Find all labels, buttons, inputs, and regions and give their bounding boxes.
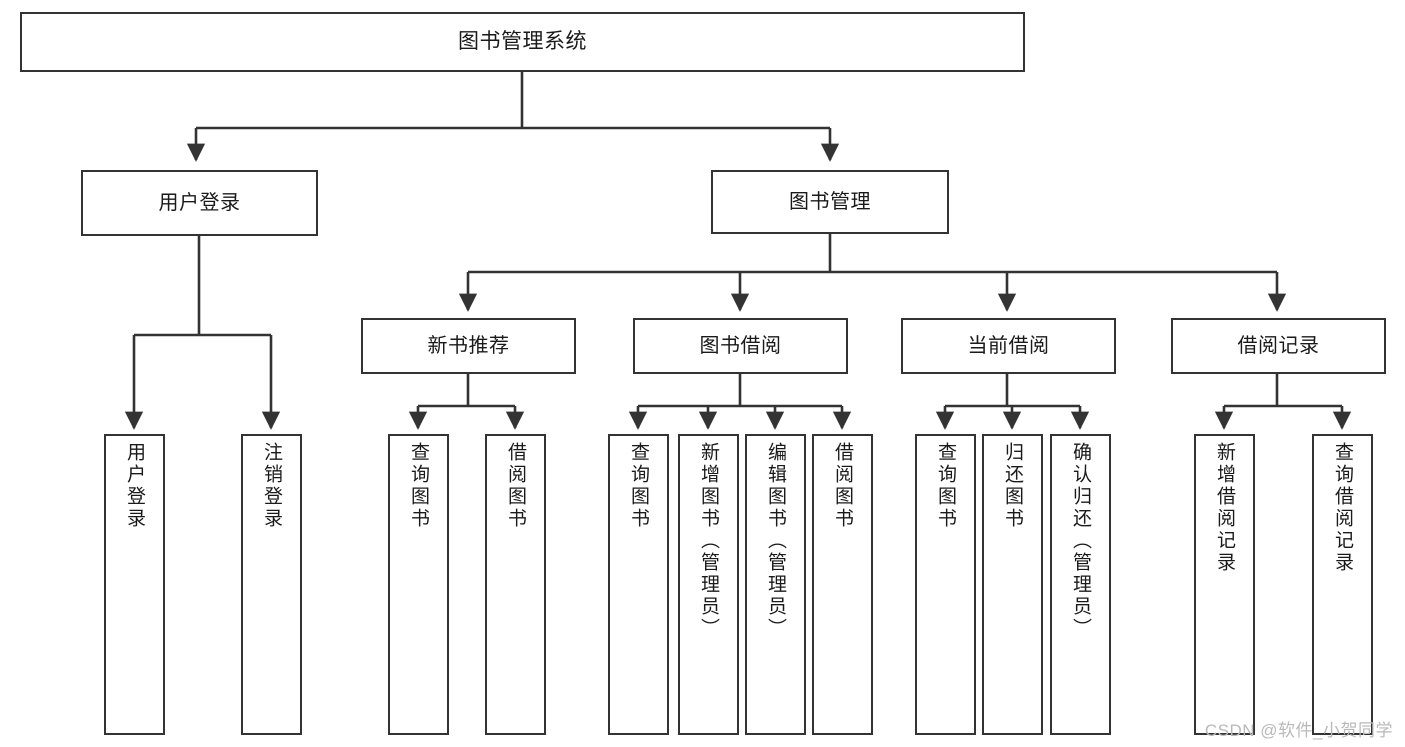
node-label: 用户登录 (124, 442, 145, 530)
node-label: 查询图书 (628, 442, 649, 530)
node-label: 注销登录 (261, 442, 282, 530)
node-leaf-borrow-book-2[interactable]: 借阅图书 (812, 434, 873, 735)
node-book-management-system[interactable]: 图书管理系统 (20, 12, 1025, 72)
node-leaf-user-login[interactable]: 用户登录 (104, 434, 165, 735)
node-label: 借阅记录 (1237, 334, 1320, 357)
node-label: 用户登录 (158, 191, 241, 214)
node-label: 归还图书 (1002, 442, 1023, 530)
node-leaf-edit-book[interactable]: 编辑图书（管理员） (745, 434, 806, 735)
node-leaf-add-record[interactable]: 新增借阅记录 (1194, 434, 1255, 735)
node-leaf-query-book-1[interactable]: 查询图书 (388, 434, 449, 735)
node-leaf-add-book[interactable]: 新增图书（管理员） (678, 434, 739, 735)
node-user-login[interactable]: 用户登录 (81, 170, 318, 236)
node-label: 新书推荐 (427, 334, 510, 357)
node-leaf-query-book-2[interactable]: 查询图书 (608, 434, 669, 735)
node-label: 图书借阅 (699, 334, 782, 357)
node-leaf-logout[interactable]: 注销登录 (241, 434, 302, 735)
node-label: 新增借阅记录 (1214, 442, 1235, 574)
node-label: 新增图书（管理员） (698, 442, 719, 640)
node-new-book-recommend[interactable]: 新书推荐 (361, 318, 576, 374)
node-label: 图书管理 (789, 190, 871, 213)
node-label: 查询图书 (935, 442, 956, 530)
watermark: CSDN @软件_小贺同学 (1204, 721, 1393, 740)
node-book-management[interactable]: 图书管理 (711, 170, 949, 234)
node-leaf-borrow-book-1[interactable]: 借阅图书 (485, 434, 546, 735)
node-label: 查询图书 (408, 442, 429, 530)
node-label: 确认归还（管理员） (1070, 442, 1091, 640)
node-label: 图书管理系统 (458, 29, 587, 53)
node-label: 借阅图书 (505, 442, 526, 530)
node-leaf-return-book[interactable]: 归还图书 (982, 434, 1043, 735)
node-leaf-confirm-return[interactable]: 确认归还（管理员） (1050, 434, 1111, 735)
node-leaf-query-record[interactable]: 查询借阅记录 (1312, 434, 1373, 735)
node-leaf-query-book-3[interactable]: 查询图书 (915, 434, 976, 735)
node-book-borrow[interactable]: 图书借阅 (633, 318, 848, 374)
node-borrow-record[interactable]: 借阅记录 (1171, 318, 1386, 374)
node-label: 编辑图书（管理员） (765, 442, 786, 640)
node-label: 查询借阅记录 (1332, 442, 1353, 574)
node-current-borrow[interactable]: 当前借阅 (901, 318, 1116, 374)
node-label: 借阅图书 (832, 442, 853, 530)
node-label: 当前借阅 (967, 334, 1050, 357)
